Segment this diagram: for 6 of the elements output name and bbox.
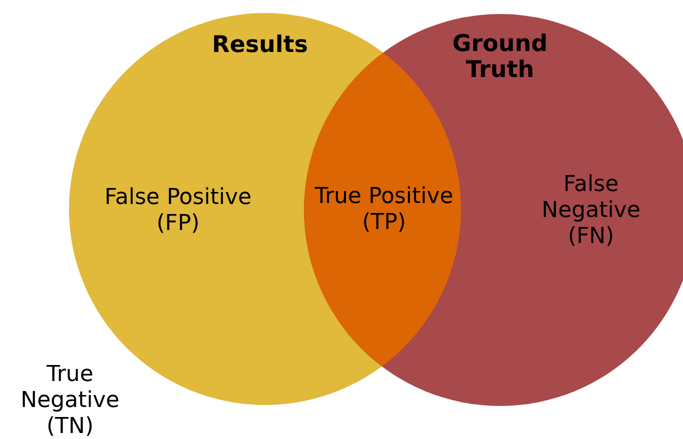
set-title: Results xyxy=(211,32,309,58)
region-label: False Negative (FN) xyxy=(540,172,642,250)
region-label: True Positive (TP) xyxy=(314,184,454,236)
region-label: False Positive (FP) xyxy=(103,185,253,237)
set-title: Ground Truth xyxy=(451,31,549,83)
region-label: True Negative (TN) xyxy=(20,362,120,439)
